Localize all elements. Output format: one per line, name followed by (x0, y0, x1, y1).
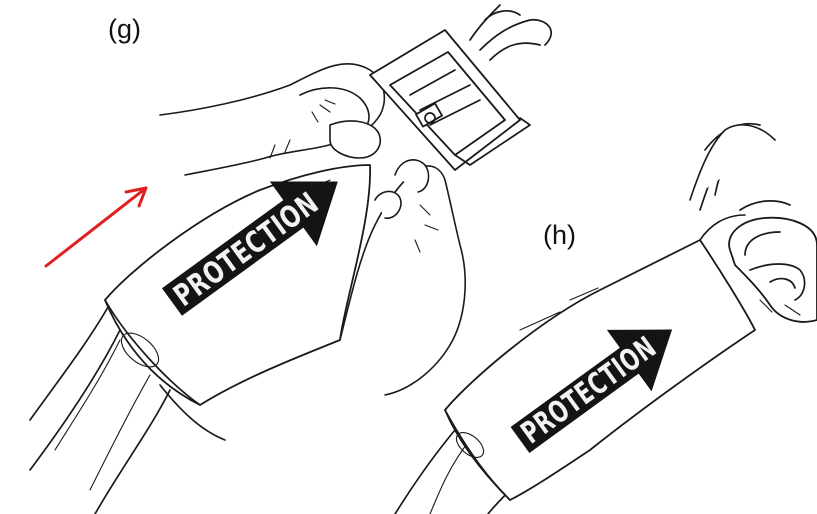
hand-upper-g (160, 64, 384, 175)
panel-g-label: (g) (108, 14, 141, 44)
arrow-shaft (46, 188, 146, 266)
panel-h-label: (h) (543, 220, 576, 250)
carabiner-h (729, 201, 817, 322)
cam-buckle-g (370, 5, 551, 170)
protection-sleeve-h: PROTECTION (445, 240, 755, 500)
push-direction-arrow (46, 188, 146, 266)
